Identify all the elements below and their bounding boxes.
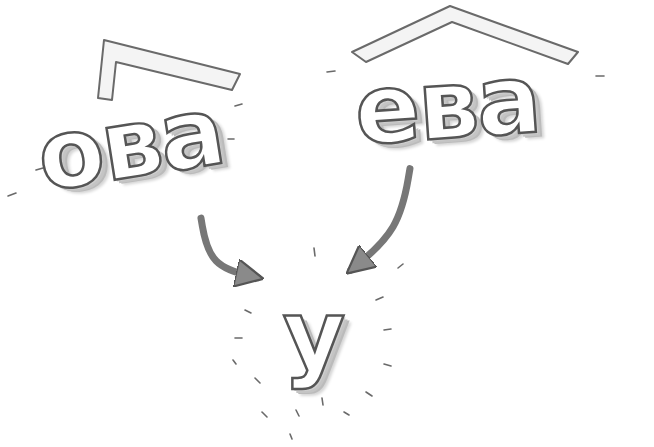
- suffix-text: ова: [31, 82, 229, 206]
- suffix-text: у: [283, 287, 344, 383]
- suffix-text: ева: [352, 51, 543, 160]
- letter-node: ева: [318, 41, 575, 168]
- arrow-connector: [201, 218, 258, 278]
- arrow-connector: [351, 169, 410, 270]
- letter-node: у: [258, 270, 368, 400]
- letter-node: ова: [3, 70, 258, 218]
